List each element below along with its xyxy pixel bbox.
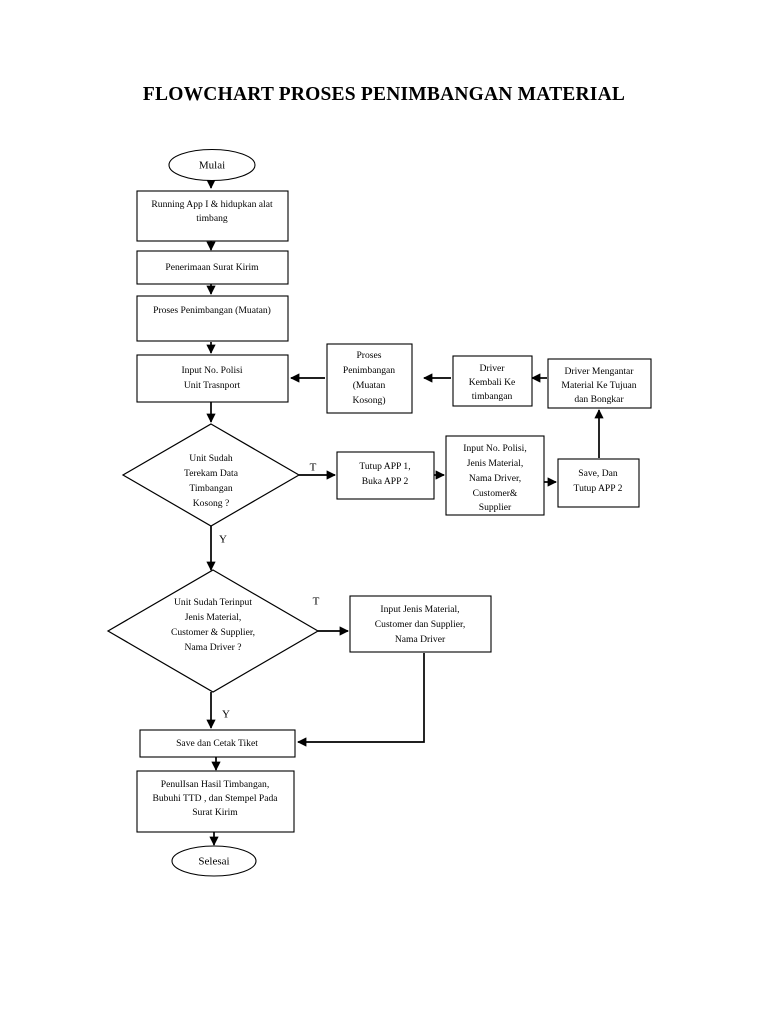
node-input-detail-line-2: Jenis Material,: [467, 458, 523, 469]
node-proses-muatan[interactable]: Proses Penimbangan (Muatan): [136, 295, 289, 342]
node-driver-kembali-line-2: Kembali Ke: [469, 377, 516, 388]
node-proses-kosong-line-3: (Muatan: [353, 380, 386, 391]
process-shape: [136, 770, 295, 833]
node-proses-muatan-label: Proses Penimbangan (Muatan): [153, 305, 271, 316]
decision-shape: [106, 569, 320, 693]
decision-shape: [121, 423, 301, 527]
node-end-label: Selesai: [198, 856, 229, 868]
process-shape: [136, 190, 289, 242]
edge-label-layer: T Y T Y: [219, 462, 320, 721]
node-penulisan-line-3: Surat Kirim: [192, 807, 238, 818]
node-proses-kosong[interactable]: Proses Penimbangan (Muatan Kosong): [326, 343, 413, 414]
node-dec-terinput-line-3: Customer & Supplier,: [171, 627, 255, 638]
node-dec-terinput-line-4: Nama Driver ?: [184, 642, 241, 653]
process-shape: [349, 595, 492, 653]
edge-label-t-2: T: [313, 596, 320, 608]
node-driver-antar[interactable]: Driver Mengantar Material Ke Tujuan dan …: [547, 358, 652, 409]
process-shape: [326, 343, 413, 414]
node-penulisan-line-1: PenulIsan Hasil Timbangan,: [161, 779, 269, 790]
node-driver-kembali-line-3: timbangan: [472, 391, 513, 402]
process-shape: [336, 451, 435, 500]
node-input-detail-line-4: Customer&: [473, 488, 518, 499]
process-shape: [136, 295, 289, 342]
page-title: FLOWCHART PROSES PENIMBANGAN MATERIAL: [142, 84, 626, 105]
process-shape: [136, 354, 289, 403]
node-input-jenis[interactable]: Input Jenis Material, Customer dan Suppl…: [349, 595, 492, 653]
terminal-shape: [171, 845, 257, 877]
process-shape: [136, 250, 289, 285]
node-dec-terekam-line-2: Terekam Data: [184, 468, 239, 479]
edge-input-jenis-to-save-cetak: [297, 653, 425, 747]
node-input-polisi-line-2: Unit Trasnport: [184, 380, 241, 391]
node-save-tutup-line-1: Save, Dan: [578, 468, 618, 479]
edge-layer: [206, 179, 604, 846]
node-save-cetak[interactable]: Save dan Cetak Tiket: [139, 729, 296, 758]
node-input-detail-line-3: Nama Driver,: [469, 473, 521, 484]
edge-label-y-2: Y: [222, 709, 230, 721]
node-tutup-app1-line-2: Buka APP 2: [362, 476, 409, 487]
process-shape: [452, 355, 533, 407]
node-running[interactable]: Running App I & hidupkan alat timbang: [136, 190, 289, 242]
node-dec-terekam-line-3: Timbangan: [189, 483, 233, 494]
node-driver-antar-line-1: Driver Mengantar: [565, 366, 635, 377]
node-dec-terekam-line-4: Kosong ?: [193, 498, 230, 509]
node-penerimaan-label: Penerimaan Surat Kirim: [165, 262, 259, 273]
node-end[interactable]: Selesai: [171, 845, 257, 877]
terminal-shape: [168, 148, 256, 182]
node-dec-terekam[interactable]: Unit Sudah Terekam Data Timbangan Kosong…: [121, 423, 301, 527]
node-penerimaan[interactable]: Penerimaan Surat Kirim: [136, 250, 289, 285]
edge-label-y-1: Y: [219, 534, 227, 546]
node-dec-terekam-line-1: Unit Sudah: [189, 453, 233, 464]
node-input-jenis-line-2: Customer dan Supplier,: [375, 619, 465, 630]
node-proses-kosong-line-2: Penimbangan: [343, 365, 395, 376]
node-driver-kembali[interactable]: Driver Kembali Ke timbangan: [452, 355, 533, 407]
process-shape: [139, 729, 296, 758]
node-dec-terinput-line-1: Unit Sudah Terinput: [174, 597, 252, 608]
node-penulisan-line-2: Bubuhi TTD , dan Stempel Pada: [152, 793, 278, 804]
node-tutup-app1[interactable]: Tutup APP 1, Buka APP 2: [336, 451, 435, 500]
edge-label-t-1: T: [310, 462, 317, 474]
node-input-jenis-line-1: Input Jenis Material,: [380, 604, 459, 615]
process-shape: [547, 358, 652, 409]
node-input-detail[interactable]: Input No. Polisi, Jenis Material, Nama D…: [445, 435, 545, 516]
node-start-label: Mulai: [199, 160, 225, 172]
node-running-line-2: timbang: [196, 213, 228, 224]
node-proses-kosong-line-1: Proses: [356, 350, 381, 361]
node-input-jenis-line-3: Nama Driver: [395, 634, 446, 645]
node-driver-kembali-line-1: Driver: [479, 363, 505, 374]
node-running-line-1: Running App I & hidupkan alat: [151, 199, 273, 210]
node-input-detail-line-5: Supplier: [479, 502, 512, 513]
node-dec-terinput-line-2: Jenis Material,: [185, 612, 241, 623]
node-save-tutup-line-2: Tutup APP 2: [574, 483, 623, 494]
node-penulisan[interactable]: PenulIsan Hasil Timbangan, Bubuhi TTD , …: [136, 770, 295, 833]
process-shape: [557, 458, 640, 508]
node-input-polisi[interactable]: Input No. Polisi Unit Trasnport: [136, 354, 289, 403]
node-input-polisi-line-1: Input No. Polisi: [181, 365, 242, 376]
node-driver-antar-line-2: Material Ke Tujuan: [561, 380, 636, 391]
node-input-detail-line-1: Input No. Polisi,: [463, 443, 526, 454]
node-save-tutup[interactable]: Save, Dan Tutup APP 2: [557, 458, 640, 508]
node-save-cetak-label: Save dan Cetak Tiket: [176, 738, 258, 749]
node-start[interactable]: Mulai: [168, 148, 256, 182]
node-proses-kosong-line-4: Kosong): [352, 395, 385, 406]
node-tutup-app1-line-1: Tutup APP 1,: [359, 461, 410, 472]
process-shape: [445, 435, 545, 516]
node-driver-antar-line-3: dan Bongkar: [574, 394, 624, 405]
node-dec-terinput[interactable]: Unit Sudah Terinput Jenis Material, Cust…: [106, 569, 320, 693]
